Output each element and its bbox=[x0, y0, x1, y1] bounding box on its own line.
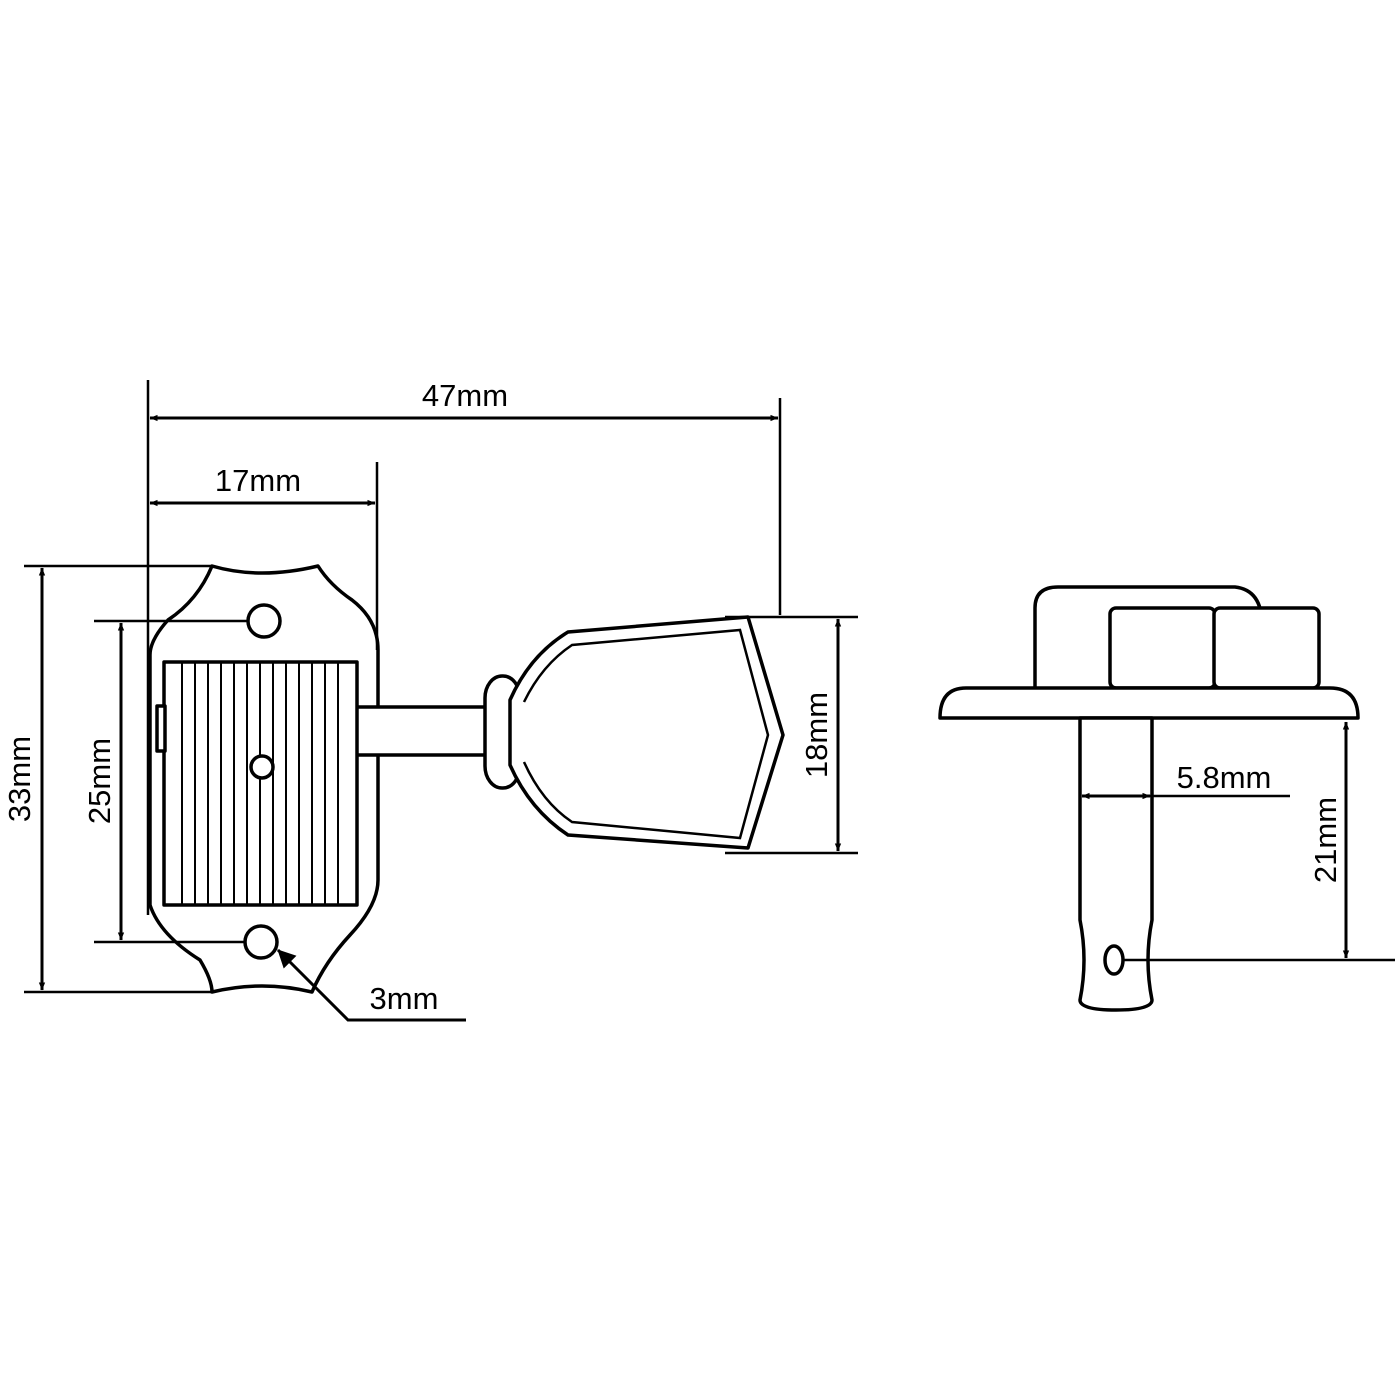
screw-hole-top bbox=[246, 603, 282, 639]
dim-overall-length: 47mm bbox=[422, 378, 508, 413]
dim-housing-width: 17mm bbox=[215, 463, 301, 498]
side-view bbox=[938, 585, 1360, 1012]
dim-post-height: 21mm bbox=[1308, 797, 1343, 883]
worm-roller-right bbox=[1212, 606, 1321, 690]
side-base-flange bbox=[938, 686, 1360, 720]
worm-roller-left bbox=[1108, 606, 1217, 690]
dimensions: 47mm 17mm 33mm 25mm 3mm 18mm 5.8mm 21mm bbox=[2, 378, 1395, 1022]
shaft bbox=[353, 705, 489, 757]
dim-screw-spacing: 25mm bbox=[82, 738, 117, 824]
dim-screw-hole: 3mm bbox=[370, 981, 439, 1016]
dim-button-height: 18mm bbox=[799, 692, 834, 778]
string-hole bbox=[1103, 944, 1125, 976]
dim-plate-height: 33mm bbox=[2, 736, 37, 822]
center-screw-hole bbox=[249, 754, 275, 780]
housing-grooves bbox=[181, 663, 339, 904]
dim-post-diameter: 5.8mm bbox=[1177, 760, 1272, 795]
front-view bbox=[148, 564, 785, 994]
side-post bbox=[1078, 716, 1154, 1012]
tuning-key-button bbox=[508, 615, 785, 850]
housing-tab bbox=[155, 704, 167, 753]
screw-hole-bottom bbox=[243, 924, 279, 960]
